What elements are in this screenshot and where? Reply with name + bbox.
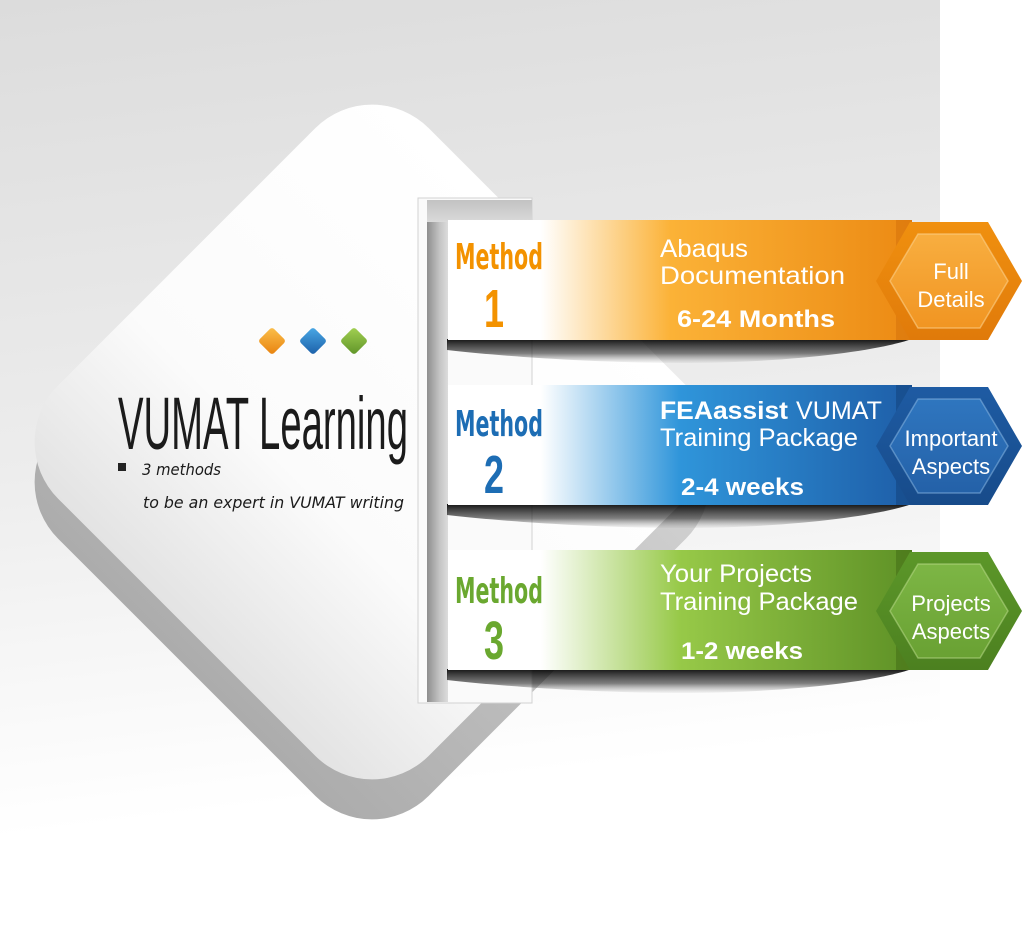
badge-line-2: Details [917,287,984,312]
method-title-line-1: VUMAT [796,397,882,425]
row-shadow [447,504,912,528]
method-duration: 1-2 weeks [681,638,803,665]
method-brand: FEAassist [660,397,789,425]
badge-hexagon-inner [889,563,1009,659]
badge-hexagon-inner [889,398,1009,494]
method-banner [448,220,912,340]
panel-cap [427,200,532,222]
method-row-3: Method 3 Your Projects Training Package … [447,550,912,693]
method-label: Method [455,404,543,445]
bullet-line-2: to be an expert in VUMAT writing [143,493,404,512]
method-number: 3 [484,611,504,671]
method-title-line-1: Abaqus [660,235,748,263]
method-row-1: Method 1 Abaqus Documentation 6-24 Month… [447,220,912,363]
method-duration: 6-24 Months [677,306,835,333]
bullet-line-1: 3 methods [142,460,221,479]
method-title-line-2: Training Package [660,424,858,452]
decor-diamonds [259,328,367,354]
method-banner [448,550,912,670]
orange-diamond-icon [259,328,285,354]
badge-line-2: Aspects [912,619,990,644]
badge-line-1: Projects [911,591,990,616]
blue-diamond-icon [300,328,326,354]
page-title: VUMAT Learning [118,382,408,465]
method-label: Method [455,237,543,278]
panel-spine [427,200,448,702]
badge-line-2: Aspects [912,454,990,479]
method-title-line-1: Your Projects [660,560,812,588]
row-shadow [447,669,912,693]
method-banner [448,385,912,505]
method-duration: 2-4 weeks [681,474,804,501]
projects-aspects-badge[interactable]: Projects Aspects [876,552,1022,670]
full-details-badge[interactable]: Full Details [876,222,1022,340]
important-aspects-badge[interactable]: Important Aspects [876,387,1022,505]
row-shadow [447,339,912,363]
bullet-square-icon [118,463,126,471]
method-row-2: Method 2 FEAassist VUMAT Training Packag… [447,385,912,528]
green-diamond-icon [341,328,367,354]
badge-line-1: Full [933,259,968,284]
method-title-line-2: Documentation [660,262,845,290]
method-number: 1 [484,279,504,339]
badge-hexagon-inner [889,233,1009,329]
method-number: 2 [484,445,504,505]
method-label: Method [455,571,543,612]
badge-line-1: Important [905,426,998,451]
method-title-line-2: Training Package [660,588,858,616]
